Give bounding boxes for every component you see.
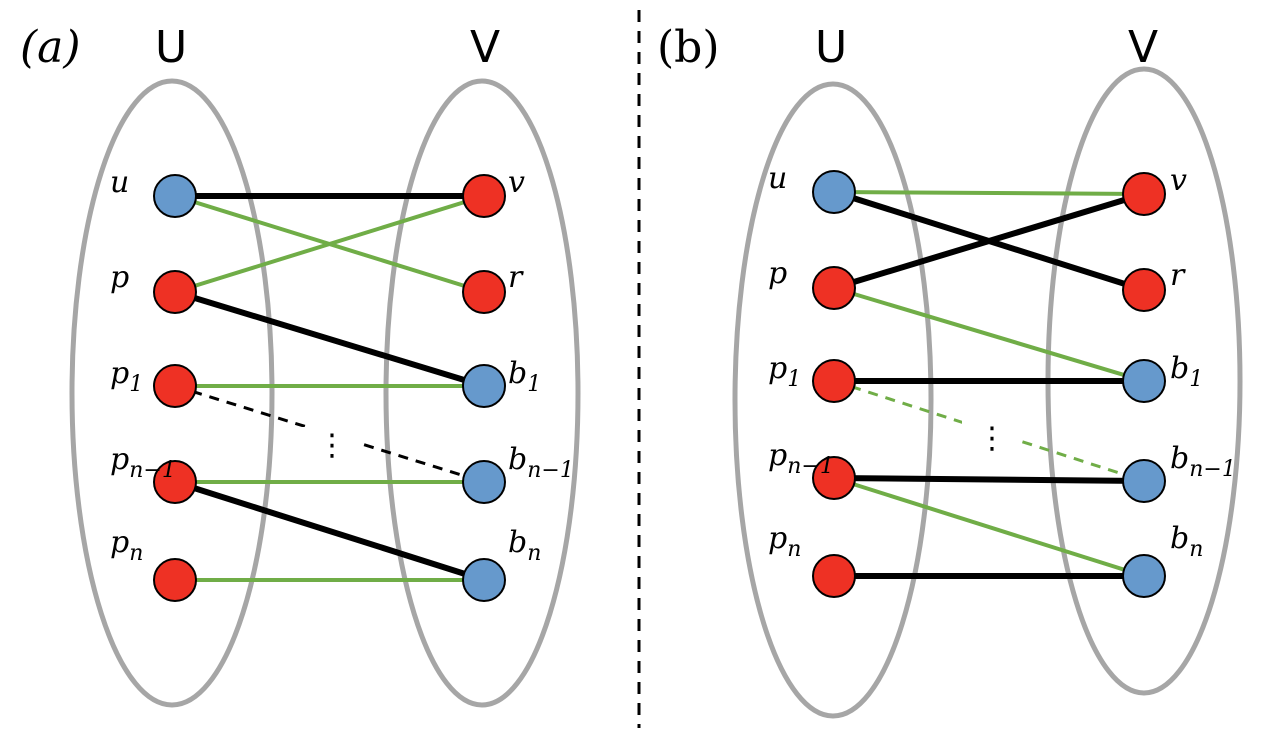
node-p <box>153 270 197 314</box>
left-set-ellipse <box>69 78 275 708</box>
label-p: p <box>768 256 787 291</box>
left-set-label: U <box>815 22 847 73</box>
edge-p-v <box>833 191 1145 291</box>
label-pn1: pn−1 <box>110 442 176 483</box>
label-u: u <box>110 165 129 200</box>
node-r <box>1122 268 1166 312</box>
label-v: v <box>508 165 525 200</box>
edge-p-b1 <box>833 286 1145 383</box>
edge-pn1-bn1 <box>833 475 1145 484</box>
ellipsis-dots: ⋮ <box>317 428 347 463</box>
label-v: v <box>1170 163 1187 198</box>
panel-b: (b) U V ⋮ u p p1 pn−1 pn v r b1 bn−1 bn <box>657 22 1243 719</box>
dots-background <box>302 427 362 467</box>
node-u <box>812 170 856 214</box>
label-pn: pn <box>110 525 143 566</box>
label-p1: p1 <box>110 356 143 397</box>
node-bn1 <box>462 460 506 504</box>
edge-u-v <box>833 190 1145 196</box>
panel-label: (a) <box>20 22 81 73</box>
label-r: r <box>508 260 524 295</box>
node-pn1 <box>812 456 856 500</box>
right-set-ellipse <box>383 78 581 708</box>
edge-pn1-bn <box>833 476 1145 578</box>
right-set-label: V <box>470 22 500 73</box>
label-pn: pn <box>768 521 801 562</box>
label-bn: bn <box>1170 521 1203 562</box>
node-v <box>1122 172 1166 216</box>
label-b1: b1 <box>508 356 541 397</box>
node-p1 <box>812 359 856 403</box>
label-bn1: bn−1 <box>508 442 574 483</box>
node-u <box>153 174 197 218</box>
label-bn1: bn−1 <box>1170 441 1236 482</box>
label-u: u <box>768 161 787 196</box>
left-set-ellipse <box>732 81 934 719</box>
label-pn1: pn−1 <box>768 438 834 479</box>
edge-p-v <box>174 194 485 294</box>
label-p1: p1 <box>768 351 801 392</box>
label-p: p <box>110 260 129 295</box>
node-p1 <box>153 364 197 408</box>
left-set-label: U <box>155 22 187 73</box>
node-bn1 <box>1122 459 1166 503</box>
ellipsis-dots: ⋮ <box>977 421 1007 456</box>
node-bn <box>462 558 506 602</box>
dots-background <box>962 420 1022 460</box>
node-p <box>812 266 856 310</box>
label-r: r <box>1170 258 1186 293</box>
edge-p-b1 <box>174 289 485 389</box>
node-b1 <box>1122 359 1166 403</box>
node-r <box>462 270 506 314</box>
node-v <box>462 174 506 218</box>
node-bn <box>1122 554 1166 598</box>
node-pn1 <box>153 460 197 504</box>
node-pn <box>153 558 197 602</box>
edge-pn1-bn <box>174 479 485 583</box>
right-set-label: V <box>1128 22 1158 73</box>
label-b1: b1 <box>1170 351 1203 392</box>
node-b1 <box>462 364 506 408</box>
label-bn: bn <box>508 525 541 566</box>
panel-a: (a) U V ⋮ u p p1 pn−1 pn v r b1 bn−1 bn <box>20 22 581 708</box>
panel-label: (b) <box>657 22 720 73</box>
node-pn <box>812 554 856 598</box>
